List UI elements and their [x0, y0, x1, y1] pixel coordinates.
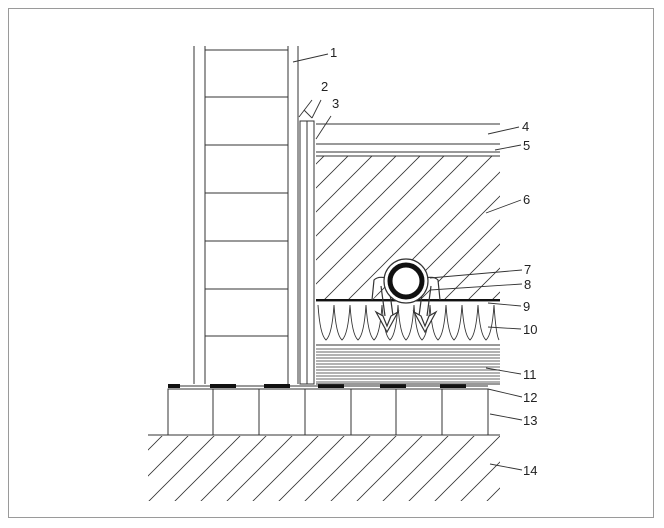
- floor-covering: [316, 123, 500, 157]
- brick-wall: [193, 46, 299, 384]
- label-10: 10: [523, 322, 537, 337]
- label-8: 8: [524, 277, 531, 292]
- leader-lines: [292, 53, 523, 471]
- label-3: 3: [332, 96, 339, 111]
- edge-insulation-strip: [299, 120, 315, 385]
- label-12: 12: [523, 390, 537, 405]
- label-2: 2: [321, 79, 328, 94]
- foundation-blocks: [167, 388, 489, 436]
- heating-pipe: [383, 258, 429, 304]
- label-11: 11: [523, 367, 537, 382]
- label-14: 14: [523, 463, 537, 478]
- label-7: 7: [524, 262, 531, 277]
- label-13: 13: [523, 413, 537, 428]
- label-9: 9: [523, 299, 530, 314]
- label-4: 4: [522, 119, 529, 134]
- label-5: 5: [523, 138, 530, 153]
- sound-insulation-layer: [316, 348, 500, 385]
- label-1: 1: [330, 45, 337, 60]
- ground: [148, 434, 500, 501]
- damp-proof-layer: [168, 384, 488, 388]
- label-6: 6: [523, 192, 530, 207]
- insulation-layer: [316, 300, 500, 346]
- callout-labels: 1 2 3 4 5 6 7 8 9 10 11 12 13 14: [321, 45, 537, 478]
